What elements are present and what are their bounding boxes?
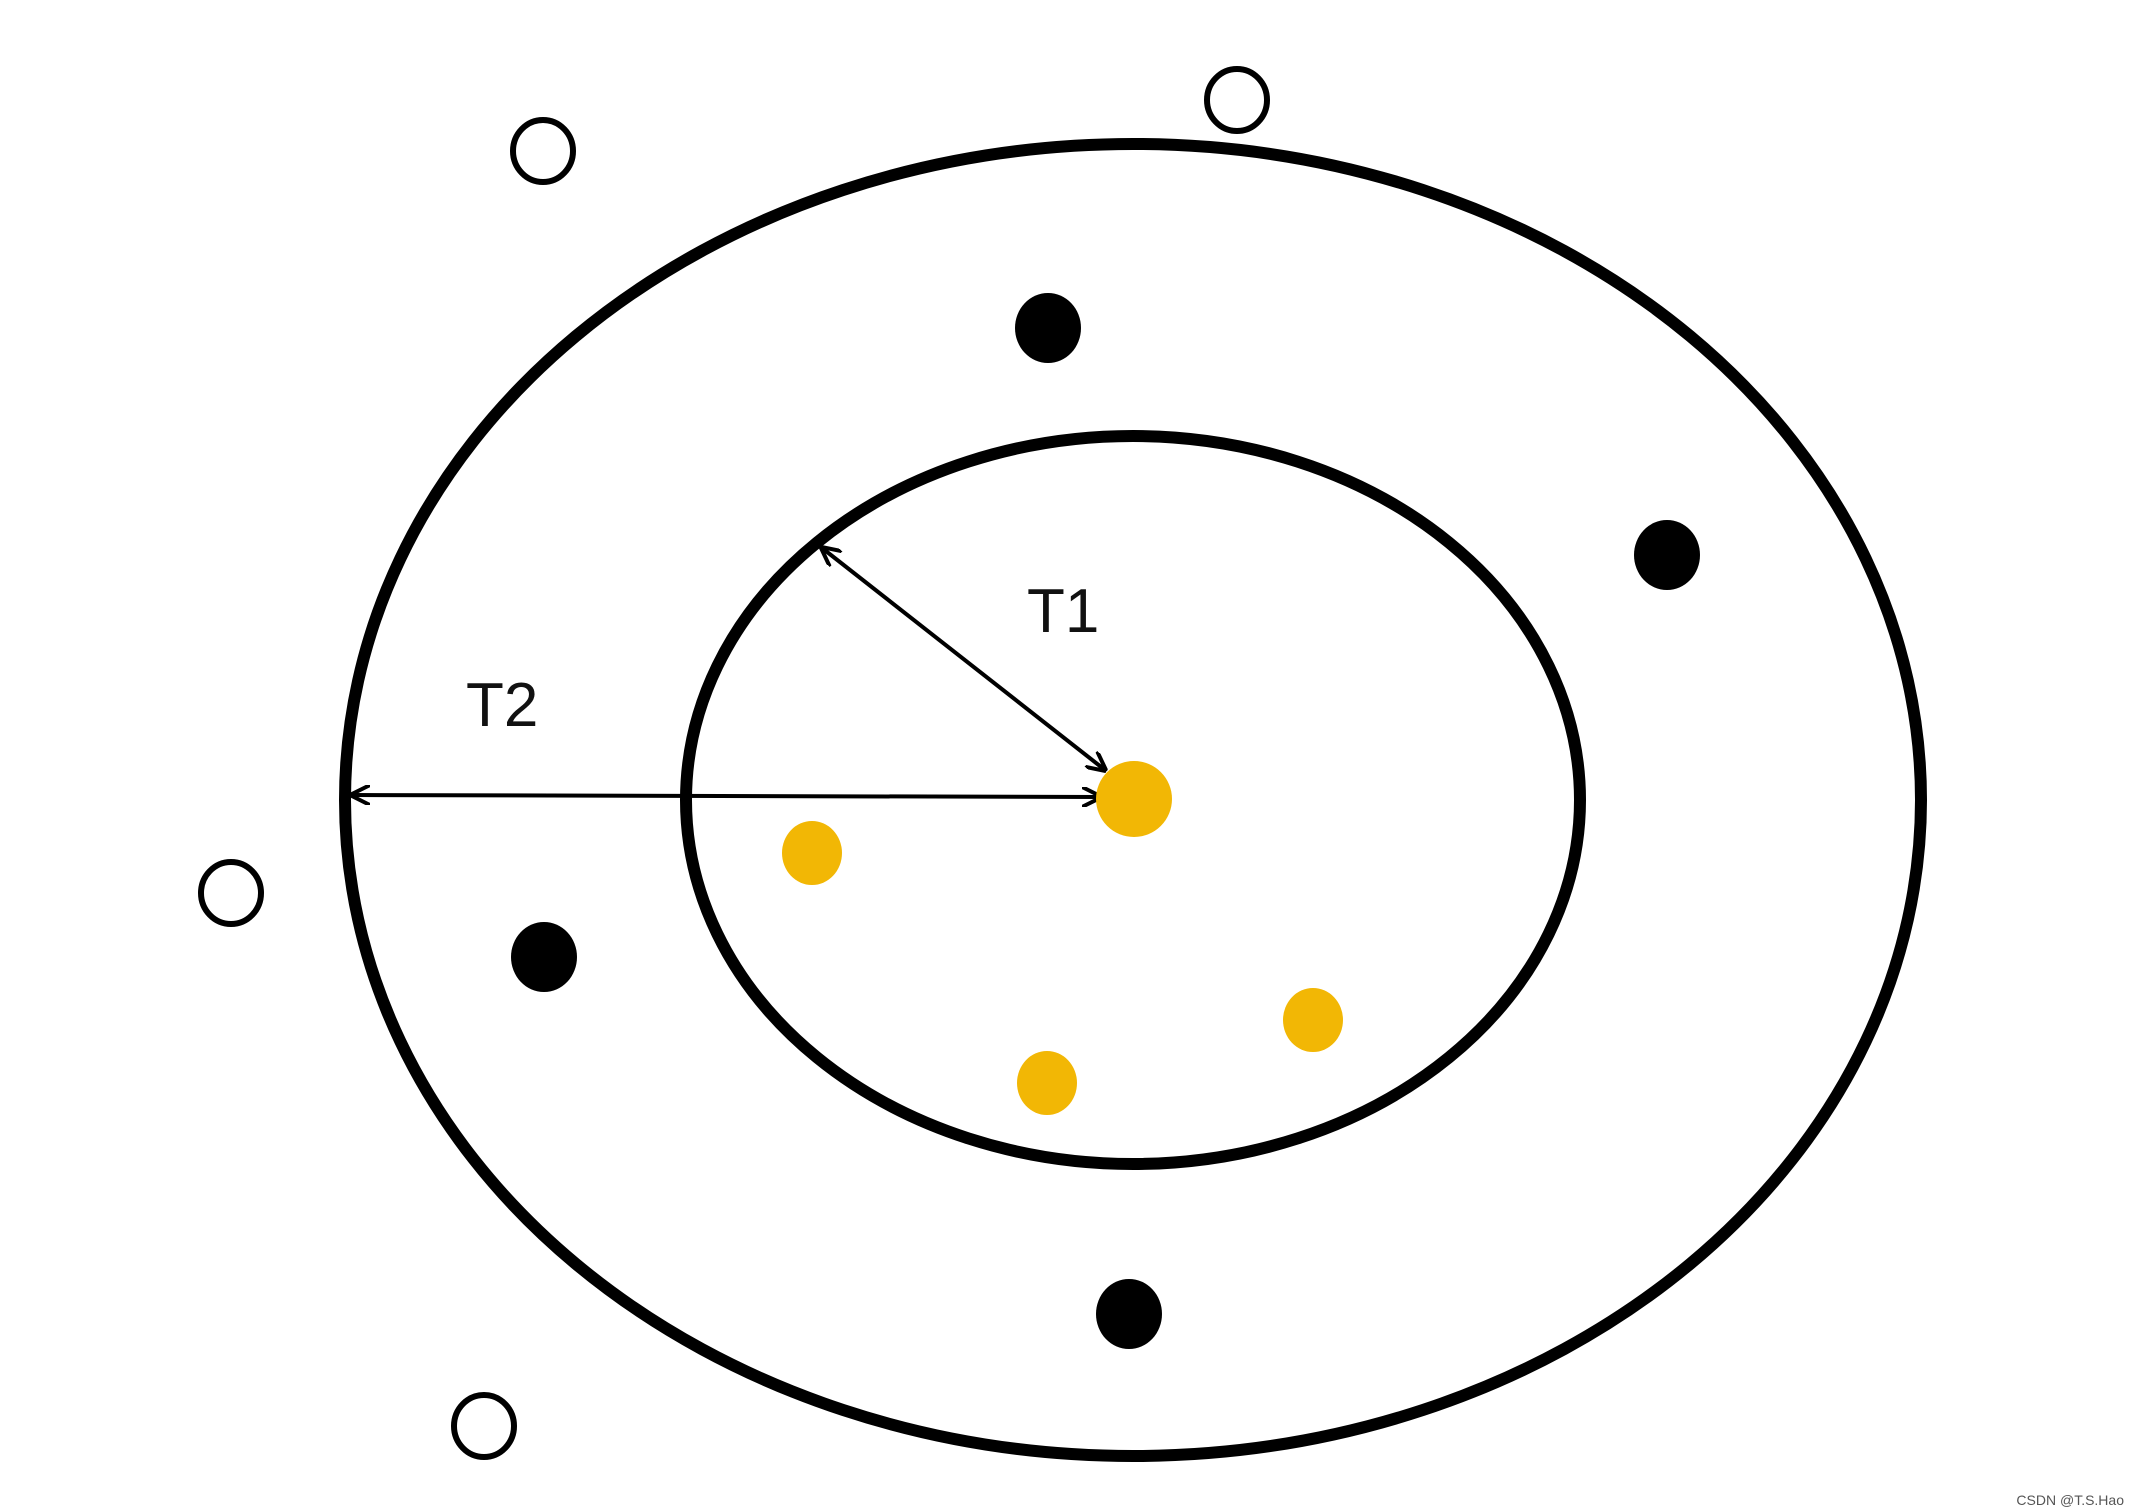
point-outside-t2	[1204, 66, 1270, 134]
point-outside-t2	[451, 1392, 517, 1460]
center-point	[1096, 761, 1172, 837]
point-outside-t2	[198, 859, 264, 927]
point-within-t1	[1283, 988, 1343, 1052]
point-between-t1-t2	[511, 922, 577, 992]
point-outside-t2	[510, 117, 576, 185]
watermark: CSDN @T.S.Hao	[2016, 1492, 2124, 1508]
outer-circle-t2	[339, 138, 1927, 1462]
point-between-t1-t2	[1096, 1279, 1162, 1349]
t1-label: T1	[1027, 577, 1099, 646]
point-within-t1	[782, 821, 842, 885]
t2-radius-arrow	[352, 795, 1100, 797]
point-between-t1-t2	[1015, 293, 1081, 363]
t2-label: T2	[466, 671, 538, 740]
point-between-t1-t2	[1634, 520, 1700, 590]
t1-radius-arrow	[822, 548, 1105, 770]
point-within-t1	[1017, 1051, 1077, 1115]
